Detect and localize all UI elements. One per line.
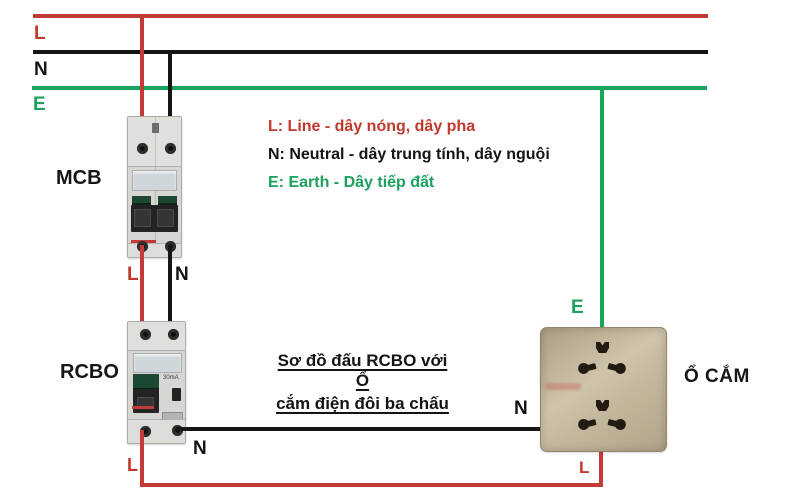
legend-earth: E: Earth - Dây tiếp đất bbox=[268, 174, 435, 191]
mcb-toggle-switch bbox=[131, 205, 178, 232]
rcbo-label-window bbox=[133, 353, 182, 373]
pin-blade bbox=[585, 419, 597, 428]
pin-blade bbox=[607, 363, 619, 372]
neutral-mcb-to-rcbo bbox=[168, 245, 172, 336]
neutral-rcbo-to-socket bbox=[176, 427, 542, 431]
rcbo-terminal-top-l bbox=[140, 329, 151, 340]
socket-ground-slot-top bbox=[596, 342, 609, 353]
mcb-out-line-label: L bbox=[127, 264, 139, 285]
socket-label: Ổ CẮM bbox=[684, 366, 750, 387]
rcbo-out-neutral-label: N bbox=[193, 438, 207, 459]
neutral-drop-to-mcb bbox=[168, 52, 172, 150]
watermark bbox=[545, 383, 581, 390]
socket-pin-slot-bottom-right bbox=[606, 415, 628, 432]
mcb-label-window bbox=[132, 170, 177, 191]
power-socket bbox=[540, 327, 667, 452]
mcb-terminal-top-n bbox=[165, 143, 176, 154]
line-bus-wire bbox=[33, 14, 708, 18]
diagram-title-line1: Sơ đồ đấu RCBO với Ổ bbox=[277, 351, 448, 390]
socket-line-label: L bbox=[579, 458, 590, 477]
socket-earth-label: E bbox=[571, 297, 584, 318]
pin-blade bbox=[607, 419, 619, 428]
rcbo-device: 30mA bbox=[127, 321, 186, 444]
line-rcbo-down bbox=[140, 430, 144, 487]
mcb-device bbox=[127, 116, 182, 258]
socket-pin-slot-top-right bbox=[606, 359, 628, 376]
mcb-toggle-handle-left bbox=[134, 209, 151, 227]
earth-drop-to-socket bbox=[600, 88, 604, 328]
rcbo-label: RCBO bbox=[60, 361, 119, 383]
rcbo-toggle-switch bbox=[133, 389, 159, 413]
rcbo-terminal-top-n bbox=[168, 329, 179, 340]
rcbo-test-button bbox=[172, 388, 181, 401]
mcb-out-neutral-label: N bbox=[175, 264, 189, 285]
line-bus-label: L bbox=[34, 23, 46, 44]
rcbo-terminal-bottom-l bbox=[140, 426, 151, 437]
legend-neutral: N: Neutral - dây trung tính, dây nguội bbox=[268, 146, 550, 163]
neutral-bus-wire bbox=[33, 50, 708, 54]
legend-line: L: Line - dây nóng, dây pha bbox=[268, 118, 476, 135]
mcb-top-notch bbox=[152, 123, 159, 133]
socket-neutral-label: N bbox=[514, 398, 528, 419]
earth-bus-wire bbox=[32, 86, 707, 90]
earth-bus-label: E bbox=[33, 94, 46, 115]
line-bottom-run bbox=[140, 483, 603, 487]
neutral-bus-label: N bbox=[34, 59, 48, 80]
rcbo-brand-stripe bbox=[132, 406, 154, 409]
pin-blade bbox=[585, 363, 597, 372]
rcbo-clip bbox=[133, 374, 159, 390]
line-mcb-to-rcbo bbox=[140, 245, 144, 336]
diagram-title: Sơ đồ đấu RCBO với Ổ cắm điện đôi ba chấ… bbox=[270, 351, 455, 414]
rcbo-rating-text: 30mA bbox=[163, 375, 179, 381]
mcb-label: MCB bbox=[56, 167, 102, 189]
mcb-clip-right bbox=[158, 196, 177, 205]
socket-pin-slot-bottom-left bbox=[576, 415, 599, 432]
socket-ground-slot-bottom bbox=[596, 400, 609, 411]
socket-pin-slot-top-left bbox=[576, 359, 599, 376]
rcbo-out-line-label: L bbox=[127, 455, 138, 475]
wire-legend: L: Line - dây nóng, dây pha N: Neutral -… bbox=[268, 118, 550, 202]
mcb-toggle-handle-right bbox=[157, 209, 174, 227]
mcb-clip-left bbox=[132, 196, 151, 205]
line-drop-to-mcb bbox=[140, 16, 144, 150]
diagram-title-line2: cắm điện đôi ba chấu bbox=[276, 394, 449, 413]
mcb-terminal-top-l bbox=[137, 143, 148, 154]
line-up-to-socket bbox=[599, 451, 603, 487]
